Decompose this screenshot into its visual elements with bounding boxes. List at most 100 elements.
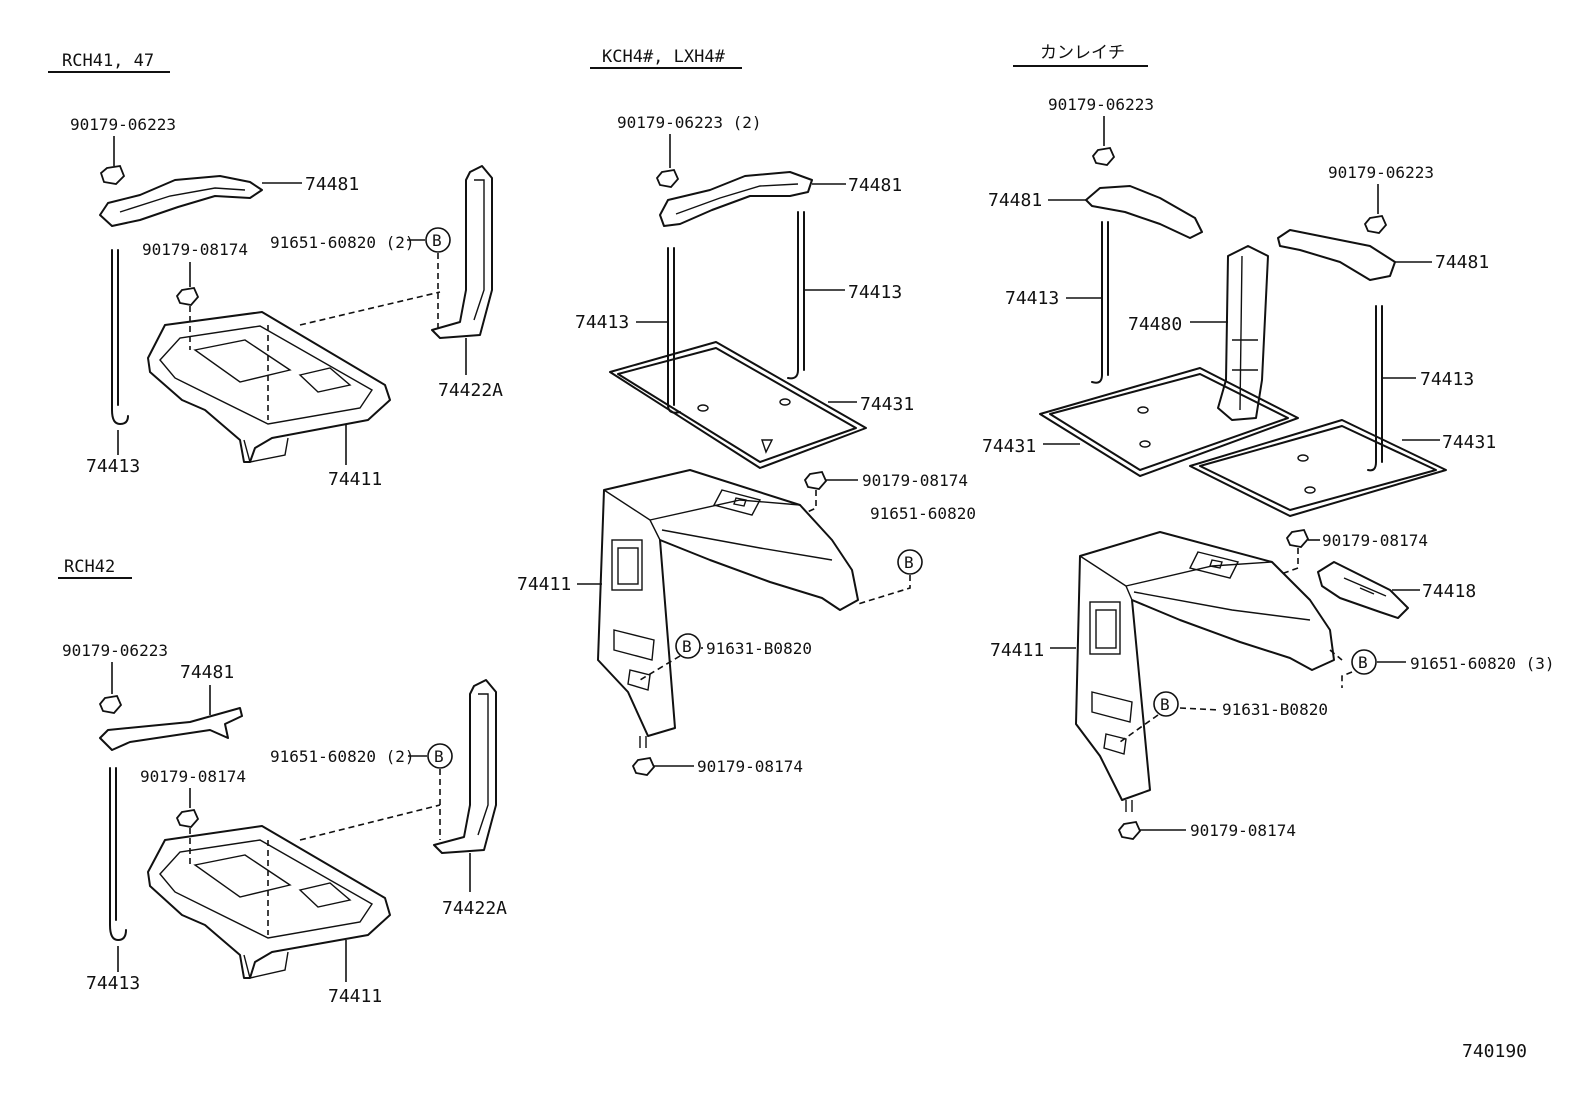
stay-part [1217, 245, 1269, 421]
label-tray: 74411 [328, 986, 382, 1007]
rod-part [1367, 305, 1377, 472]
carrier-part [597, 469, 859, 737]
clamp-detail [119, 187, 246, 213]
label-frame-right: 74431 [1442, 432, 1496, 453]
carrier-stud [1125, 800, 1133, 812]
frame-part-inner [1199, 425, 1437, 511]
frame-detail [1137, 406, 1151, 448]
label-cover: 74418 [1422, 581, 1476, 602]
clamp-part [659, 171, 813, 227]
label-nut-top: 90179-06223 (2) [617, 113, 762, 132]
cover-detail [1343, 577, 1387, 597]
dash-line [857, 575, 911, 605]
carrier-pad [712, 489, 762, 516]
dash-line [1329, 649, 1353, 688]
rod-part [111, 249, 129, 425]
label-clamp-right: 74481 [1435, 252, 1489, 273]
label-nut-top-left: 90179-06223 [1048, 95, 1154, 114]
label-bolt-right: 91651-60820 (3) [1410, 654, 1555, 673]
nut-icon [99, 165, 126, 185]
nut-icon [1117, 820, 1142, 840]
section-header-kch4: KCH4#, LXH4# [602, 47, 726, 67]
label-nut-bottom: 90179-08174 [1190, 821, 1296, 840]
tray-leg [243, 437, 289, 463]
carrier-detail [613, 629, 655, 691]
label-rod: 74413 [86, 973, 140, 994]
label-stay: 74480 [1128, 314, 1182, 335]
callout-b-circle [1351, 649, 1377, 675]
section-rch41: RCH41, 47 90179-06223 74481 90179-08174 … [48, 51, 503, 490]
label-nut-top-right: 90179-06223 [1328, 163, 1434, 182]
carrier-window [611, 539, 643, 591]
clamp-part [1277, 229, 1396, 281]
dash-line [1119, 707, 1221, 743]
label-clamp: 74481 [305, 174, 359, 195]
carrier-pad [1188, 551, 1240, 579]
bracket-detail [473, 179, 485, 321]
label-bolt: 91651-60820 (2) [270, 747, 415, 766]
label-rod-right: 74413 [1420, 369, 1474, 390]
label-nut-tray: 90179-08174 [142, 240, 248, 259]
frame-part-inner [617, 347, 857, 463]
nut-icon [175, 286, 200, 306]
tray-part [147, 825, 391, 979]
carrier-window-inner [617, 547, 639, 585]
clamp-part [1085, 185, 1203, 239]
frame-detail [1297, 454, 1316, 494]
callout-b-letter: B [432, 231, 442, 250]
section-header-cold: カンレイチ [1040, 43, 1125, 63]
frame-part [1039, 367, 1299, 477]
bracket-part [431, 165, 493, 339]
carrier-window-inner [1095, 609, 1117, 649]
label-bracket: 74422A [438, 380, 503, 401]
section-cold: カンレイチ 90179-06223 90179-06223 74481 7448… [982, 43, 1555, 840]
label-tray: 74411 [328, 469, 382, 490]
clamp-detail [675, 183, 799, 215]
rod-part [109, 767, 127, 941]
label-bolt-left: 91631-B0820 [1222, 700, 1328, 719]
label-carrier: 74411 [990, 640, 1044, 661]
carrier-part [1075, 531, 1335, 801]
callout-b-circle [675, 633, 701, 659]
section-rch42: RCH42 90179-06223 74481 90179-08174 9165… [58, 557, 507, 1007]
label-frame: 74431 [860, 394, 914, 415]
dash-line [1269, 548, 1299, 579]
tray-leg [243, 951, 289, 979]
section-header-rch42: RCH42 [64, 557, 115, 577]
tray-detail [193, 339, 352, 393]
label-clamp: 74481 [180, 662, 234, 683]
nut-icon [631, 756, 656, 776]
label-nut-mid: 90179-08174 [862, 471, 968, 490]
carrier-stud [639, 736, 647, 748]
label-bolt-right: 91651-60820 [870, 504, 976, 523]
callout-b-circle [425, 227, 451, 253]
figure-id: 740190 [1462, 1041, 1527, 1062]
stay-detail [1232, 255, 1258, 411]
callout-b-circle [427, 743, 453, 769]
callout-b-letter: B [904, 553, 914, 572]
nut-icon [1285, 528, 1310, 548]
frame-part [1189, 419, 1447, 517]
label-nut-tray: 90179-08174 [140, 767, 246, 786]
label-nut-top: 90179-06223 [70, 115, 176, 134]
section-kch4: KCH4#, LXH4# 90179-06223 (2) 74481 74413… [517, 47, 976, 776]
nut-icon [655, 168, 680, 188]
label-bolt: 91651-60820 (2) [270, 233, 415, 252]
dash-line [189, 804, 441, 935]
carrier-detail [1091, 691, 1133, 755]
label-clamp-left: 74481 [988, 190, 1042, 211]
label-carrier: 74411 [517, 574, 571, 595]
dash-line [639, 655, 681, 681]
label-nut-top: 90179-06223 [62, 641, 168, 660]
nut-icon [175, 808, 200, 828]
label-nut-mid: 90179-08174 [1322, 531, 1428, 550]
label-bolt-left: 91631-B0820 [706, 639, 812, 658]
callout-b-letter: B [1358, 653, 1368, 672]
tray-part [147, 311, 391, 463]
label-rod-left: 74413 [1005, 288, 1059, 309]
carrier-edge [603, 489, 833, 561]
label-bracket: 74422A [442, 898, 507, 919]
label-nut-bottom: 90179-08174 [697, 757, 803, 776]
clamp-part [99, 707, 243, 751]
